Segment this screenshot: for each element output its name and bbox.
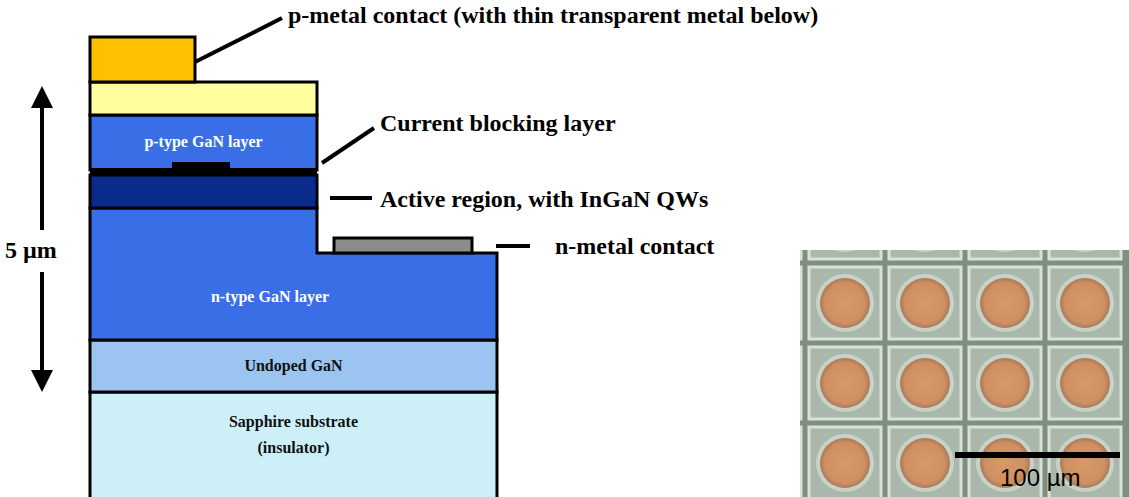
layer-box: p-type GaN layer bbox=[92, 117, 315, 167]
n-type-layer bbox=[90, 208, 497, 340]
callout-label: Current blocking layer bbox=[380, 110, 616, 136]
leader-line bbox=[322, 128, 374, 163]
layer-box: n-type GaN layer bbox=[92, 256, 448, 338]
callout-label: 5 µm bbox=[5, 237, 57, 263]
current-blocking bbox=[90, 168, 317, 175]
scale-bar bbox=[955, 452, 1120, 458]
leader-line bbox=[195, 18, 282, 62]
p-type-layer bbox=[90, 115, 317, 170]
callout-label: p-metal contact (with thin transparent m… bbox=[288, 2, 818, 28]
p-metal bbox=[90, 37, 195, 82]
leader-line bbox=[496, 244, 530, 248]
arrowhead bbox=[31, 86, 53, 108]
current-blocking bbox=[172, 162, 230, 169]
leader-line bbox=[330, 196, 372, 200]
arrowhead bbox=[31, 370, 53, 392]
layer-name: Sapphire substrate (insulator) bbox=[209, 409, 379, 460]
active-region bbox=[90, 175, 317, 208]
dimension-arrow bbox=[40, 100, 44, 230]
scale-label: 100 µm bbox=[1000, 465, 1081, 491]
layer-name: p-type GaN layer bbox=[144, 129, 262, 155]
transparent-metal bbox=[90, 82, 317, 115]
micrograph bbox=[800, 250, 1129, 497]
layer-box: Sapphire substrate (insulator) bbox=[92, 395, 495, 475]
layer-box: Undoped GaN bbox=[92, 342, 495, 390]
layer-name: Undoped GaN bbox=[244, 353, 342, 379]
undoped-layer bbox=[90, 340, 497, 392]
n-metal bbox=[334, 238, 472, 253]
dimension-arrow bbox=[40, 272, 44, 378]
callout-label: Active region, with InGaN QWs bbox=[380, 186, 708, 212]
callout-label: n-metal contact bbox=[555, 233, 714, 259]
sapphire-layer bbox=[90, 392, 497, 497]
layer-name: n-type GaN layer bbox=[211, 284, 329, 310]
